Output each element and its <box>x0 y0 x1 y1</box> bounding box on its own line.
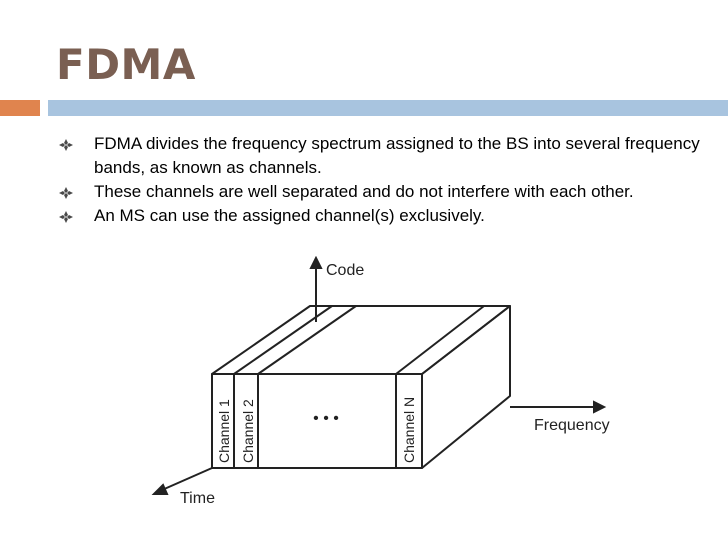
bullet-item: FDMA divides the frequency spectrum assi… <box>56 132 716 180</box>
time-axis-label: Time <box>180 490 215 507</box>
bullet-list: FDMA divides the frequency spectrum assi… <box>56 132 716 228</box>
frequency-axis-arrowhead <box>593 400 607 414</box>
diamond-bullet-icon <box>59 211 73 223</box>
fdma-diagram: Code Frequency Time Channel 1 Channel 2 … <box>151 256 610 507</box>
bullet-item: An MS can use the assigned channel(s) ex… <box>56 204 716 228</box>
bullet-text: FDMA divides the frequency spectrum assi… <box>94 134 700 177</box>
title-rule <box>48 100 728 116</box>
bullet-text: An MS can use the assigned channel(s) ex… <box>94 206 485 225</box>
time-axis-arrowhead <box>151 483 169 495</box>
channel-1-label: Channel 1 <box>216 399 232 463</box>
diamond-bullet-icon <box>59 139 73 151</box>
channel-2-label: Channel 2 <box>240 399 256 463</box>
title-rule-accent <box>0 100 40 116</box>
diamond-bullet-icon <box>59 187 73 199</box>
bullet-item: These channels are well separated and do… <box>56 180 716 204</box>
box-side-face <box>421 305 511 469</box>
ellipsis-label: • • • <box>313 410 339 427</box>
code-axis-label: Code <box>326 262 364 279</box>
channel-n-label: Channel N <box>401 397 417 463</box>
code-axis-arrowhead <box>309 256 323 269</box>
bullet-text: These channels are well separated and do… <box>94 182 634 201</box>
channel-divider <box>233 305 333 375</box>
frequency-axis-label: Frequency <box>534 417 610 434</box>
time-axis <box>161 467 213 491</box>
channel-divider <box>257 305 357 375</box>
slide-title: FDMA <box>56 40 196 89</box>
channel-divider <box>395 305 485 375</box>
